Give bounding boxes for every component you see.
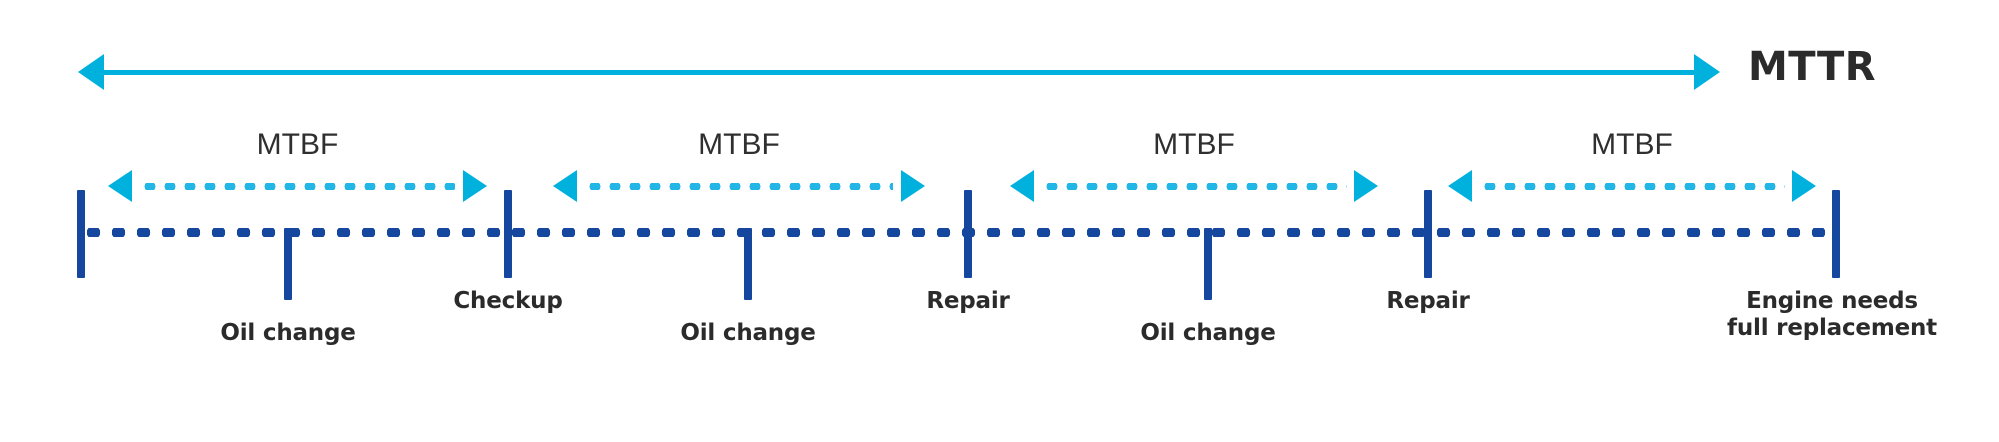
event-tick-oil-change-2 [744,228,752,300]
mtbf-2-dotted-line [585,183,893,190]
event-label-oil-change-3: Oil change [1140,320,1276,346]
event-label-checkup: Checkup [453,288,563,314]
event-label-engine-replacement-line2: full replacement [1727,315,1937,342]
main-timeline [81,228,1836,237]
mtbf-2-right-head-icon [901,170,925,202]
mtbf-2-left-head-icon [553,170,577,202]
mttr-arrow-left-head-icon [78,54,104,90]
timeline-start-tick [77,190,85,278]
event-tick-checkup [504,190,512,278]
mtbf-1-dotted-line [140,183,455,190]
event-label-repair-2: Repair [1386,288,1470,314]
mtbf-1-right-head-icon [463,170,487,202]
mtbf-label-2: MTBF [698,128,780,161]
mtbf-3-dotted-line [1042,183,1347,190]
mtbf-4-left-head-icon [1448,170,1472,202]
mtbf-label-4: MTBF [1591,128,1673,161]
event-label-engine-replacement-line1: Engine needs [1746,288,1918,314]
event-tick-oil-change-1 [284,228,292,300]
mttr-arrow-right-head-icon [1694,54,1720,90]
mtbf-3-left-head-icon [1010,170,1034,202]
mtbf-1-left-head-icon [108,170,132,202]
event-label-engine-replacement: Engine needs full replacement [1702,288,1962,342]
event-label-oil-change-1: Oil change [220,320,356,346]
event-tick-repair-2 [1424,190,1432,278]
mttr-arrow-line [100,70,1698,75]
event-tick-repair-1 [964,190,972,278]
event-label-oil-change-2: Oil change [680,320,816,346]
mtbf-4-right-head-icon [1792,170,1816,202]
event-tick-oil-change-3 [1204,228,1212,300]
mtbf-3-right-head-icon [1354,170,1378,202]
mtbf-4-dotted-line [1480,183,1785,190]
event-tick-engine-replacement [1832,190,1840,278]
mttr-label: MTTR [1748,44,1877,90]
mtbf-label-1: MTBF [256,128,339,161]
mtbf-label-3: MTBF [1153,128,1235,161]
event-label-repair-1: Repair [926,288,1010,314]
